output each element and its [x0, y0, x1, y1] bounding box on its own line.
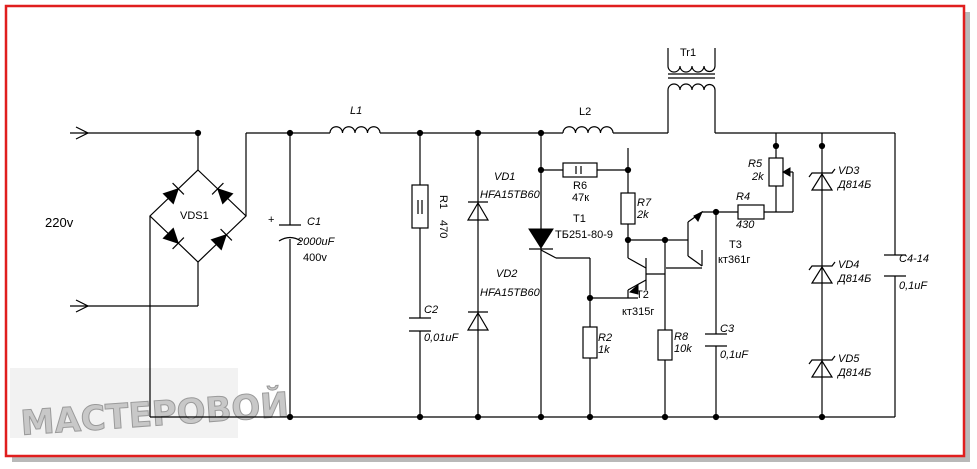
zener-vd3 [808, 168, 836, 191]
label-r7-name: R7 [637, 197, 652, 209]
label-vd2-name: VD2 [496, 268, 517, 280]
label-vd5-part: Д814Б [836, 367, 871, 379]
label-c414-value: 0,1uF [899, 280, 928, 292]
label-bridge: VDS1 [180, 210, 209, 222]
wires [70, 90, 896, 418]
resistor-r4 [737, 204, 765, 220]
diode-vd1 [466, 201, 490, 221]
capacitor-c3 [705, 333, 727, 347]
label-r2-value: 1k [598, 344, 610, 356]
label-r6-value: 47к [572, 192, 589, 204]
label-c1-name: C1 [307, 216, 321, 228]
label-vd4-name: VD4 [838, 259, 859, 271]
label-r2-name: R2 [598, 332, 612, 344]
label-t3-name: T3 [729, 239, 742, 251]
label-t1-name: T1 [573, 213, 586, 225]
label-input-voltage: 220v [45, 215, 74, 230]
label-t2-part: кт315г [622, 306, 654, 318]
zener-vd4 [808, 261, 836, 284]
label-c3-name: C3 [720, 323, 735, 335]
resistor-r8 [657, 329, 673, 361]
resistor-r7 [620, 192, 636, 225]
label-vd5-name: VD5 [838, 353, 860, 365]
label-c1-value: 2000uF [296, 236, 336, 248]
label-r7-value: 2k [636, 209, 649, 221]
capacitor-c2 [409, 317, 431, 332]
label-vd1-name: VD1 [494, 171, 515, 183]
resistor-r6 [562, 162, 598, 178]
label-vd2-part: HFA15TB60 [480, 287, 541, 299]
label-r8-value: 10k [674, 343, 692, 355]
label-vd3-part: Д814Б [836, 179, 871, 191]
label-l2: L2 [579, 106, 591, 118]
input-terminals [75, 126, 90, 313]
inductor-l1 [329, 126, 381, 134]
resistor-r2 [582, 326, 598, 359]
label-vd3-name: VD3 [838, 165, 860, 177]
label-tr1: Tr1 [680, 47, 696, 59]
capacitor-c1: + [268, 214, 302, 242]
label-c3-value: 0,1uF [720, 349, 749, 361]
label-r6-name: R6 [573, 180, 587, 192]
zener-vd5 [808, 355, 836, 378]
junctions [194, 129, 826, 421]
capacitor-c4-14 [884, 254, 906, 277]
label-t2-name: T2 [636, 289, 649, 301]
label-t3-part: кт361г [718, 254, 750, 266]
thyristor-t1 [528, 228, 554, 250]
resistor-r1 [411, 184, 429, 229]
transistor-t2 [628, 258, 665, 295]
label-vd1-part: HFA15TB60 [480, 189, 541, 201]
label-vd4-part: Д814Б [836, 273, 871, 285]
label-c414-name: C4-14 [899, 253, 929, 265]
label-r1-value: 470 [437, 220, 449, 238]
label-r8-name: R8 [674, 331, 689, 343]
label-t1-part: ТБ251-80-9 [555, 229, 613, 241]
label-r4-name: R4 [736, 191, 750, 203]
potentiometer-r5 [768, 157, 791, 187]
label-c2-value: 0,01uF [424, 332, 460, 344]
bridge-rectifier-vds1 [149, 169, 247, 263]
label-r5-name: R5 [748, 158, 763, 170]
transistor-t3 [672, 210, 704, 256]
label-c2-name: C2 [424, 304, 438, 316]
label-r4-value: 430 [736, 219, 755, 231]
label-r5-value: 2k [751, 171, 764, 183]
diode-vd2 [466, 311, 490, 331]
transformer-tr1 [667, 48, 716, 91]
label-r1-name: R1 [437, 195, 449, 209]
inductor-l2 [562, 126, 614, 134]
label-l1: L1 [350, 105, 362, 117]
label-c1-voltage: 400v [303, 252, 327, 264]
svg-text:+: + [268, 214, 274, 226]
